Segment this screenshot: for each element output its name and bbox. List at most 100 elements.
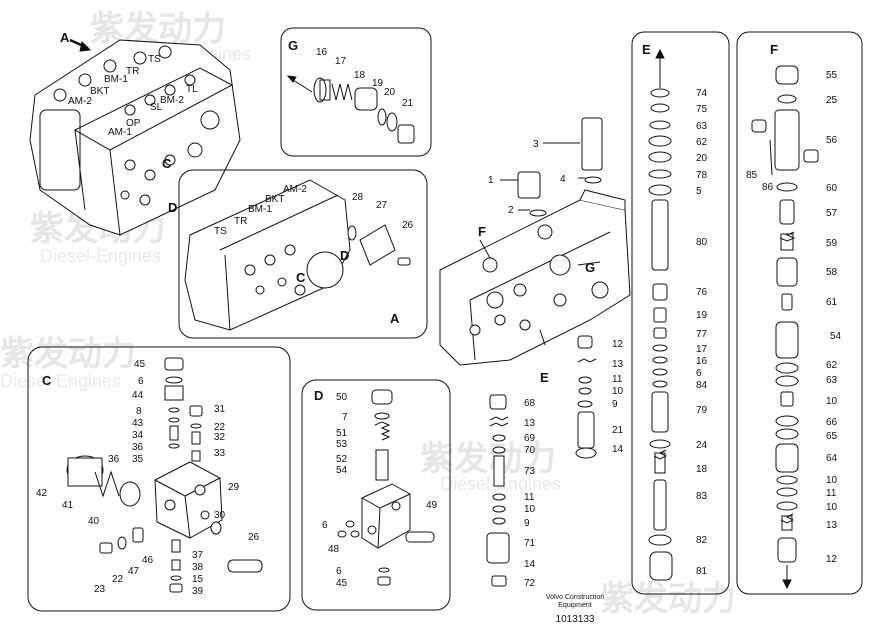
part-callout-label: 35 <box>132 454 144 465</box>
part-callout-label: 76 <box>696 287 708 298</box>
part-callout-label: 18 <box>696 464 708 475</box>
part-callout-label: 85 <box>746 170 758 181</box>
part-callout-label: 36 <box>132 442 144 453</box>
watermark: 紫发动力 Diesel-Engines 紫发动力 Diesel-Engines … <box>0 10 736 618</box>
part-callout-label: 82 <box>696 535 708 546</box>
part-callout-label: 32 <box>214 432 226 443</box>
part-callout-label: 10 <box>826 502 838 513</box>
part-callout-label: 10 <box>524 504 536 515</box>
footer-brand-line2: Equipment <box>558 602 592 609</box>
part-callout-label: 36 <box>108 454 120 465</box>
part-callout-label: 55 <box>826 70 838 81</box>
part-callout-label: F <box>770 42 778 57</box>
part-callout-label: 11 <box>612 374 623 385</box>
part-callout-label: 10 <box>826 396 838 407</box>
part-callout-label: 18 <box>354 70 366 81</box>
part-callout-label: 9 <box>524 518 530 529</box>
part-callout-label: G <box>288 38 298 53</box>
part-callout-label: 80 <box>696 237 708 248</box>
watermark-text: Diesel-Engines <box>0 371 121 391</box>
part-callout-label: 13 <box>524 418 536 429</box>
part-callout-label: 6 <box>322 520 328 531</box>
part-callout-label: 72 <box>524 578 536 589</box>
part-callout-label: 65 <box>826 431 838 442</box>
part-callout-label: 16 <box>696 356 708 367</box>
part-callout-label: 45 <box>336 578 348 589</box>
part-callout-label: 39 <box>192 586 204 597</box>
part-callout-label: C <box>296 270 306 285</box>
part-callout-label: 70 <box>524 445 536 456</box>
watermark-text: 紫发动力 <box>600 580 736 618</box>
part-callout-label: 8 <box>136 406 142 417</box>
part-callout-label: 63 <box>826 375 838 386</box>
part-callout-label: 22 <box>112 574 124 585</box>
watermark-text: Diesel-Engines <box>40 246 161 266</box>
main-valve-block: 3 1 4 2 F G E <box>439 117 631 385</box>
part-callout-label: 68 <box>524 398 536 409</box>
part-callout-label: 22 <box>214 422 226 433</box>
part-callout-label: 78 <box>696 170 708 181</box>
drawing-number: 1013133 <box>555 614 595 625</box>
part-callout-label: 43 <box>132 418 144 429</box>
overview-labels: A TS TR BM-1 BKT AM-2 OP SL BM-2 TL AM-1… <box>60 30 198 215</box>
part-callout-label: OP <box>126 118 141 129</box>
part-callout-label: 11 <box>826 488 837 499</box>
part-callout-label: 59 <box>826 238 838 249</box>
part-callout-label: 45 <box>134 359 146 370</box>
panel-a: A AM-2 BKT BM-1 TR TS 28 27 26 D C <box>178 169 428 339</box>
part-callout-label: 21 <box>402 98 414 109</box>
part-callout-label: C <box>162 156 172 171</box>
part-callout-label: 54 <box>336 465 348 476</box>
watermark-text: 紫发动力 <box>90 10 226 48</box>
part-callout-label: D <box>314 388 323 403</box>
part-callout-label: 29 <box>228 482 240 493</box>
part-callout-label: D <box>340 248 349 263</box>
part-callout-label: TL <box>186 84 198 95</box>
part-callout-label: 51 <box>336 428 348 439</box>
panel-g: G 16 17 18 19 20 21 <box>280 27 432 157</box>
part-callout-label: 24 <box>696 440 708 451</box>
part-callout-label: 19 <box>372 78 384 89</box>
part-callout-label: 3 <box>533 139 539 150</box>
part-callout-label: 14 <box>612 444 624 455</box>
part-callout-label: BM-1 <box>104 74 128 85</box>
part-callout-label: 1 <box>488 175 494 186</box>
part-callout-label: 33 <box>214 448 226 459</box>
part-callout-label: 40 <box>88 516 100 527</box>
part-callout-label: AM-1 <box>108 127 132 138</box>
part-callout-label: BM-1 <box>248 204 272 215</box>
part-callout-label: 62 <box>696 137 708 148</box>
part-callout-label: TR <box>234 216 247 227</box>
part-callout-label: 66 <box>826 417 838 428</box>
part-callout-label: 26 <box>248 532 260 543</box>
part-callout-label: TS <box>214 226 227 237</box>
part-callout-label: 64 <box>826 453 838 464</box>
part-callout-label: 83 <box>696 491 708 502</box>
part-callout-label: 42 <box>36 488 48 499</box>
part-callout-label: 12 <box>612 339 624 350</box>
part-callout-label: 54 <box>830 331 842 342</box>
part-callout-label: 62 <box>826 360 838 371</box>
part-callout-label: AM-2 <box>283 184 307 195</box>
part-callout-label: BM-2 <box>160 95 184 106</box>
part-callout-label: 2 <box>508 205 514 216</box>
panel-d: D 50 7 51 53 52 54 6 48 49 6 45 <box>301 379 451 611</box>
part-callout-label: 30 <box>214 510 226 521</box>
part-callout-label: 26 <box>402 220 414 231</box>
part-callout-label: C <box>42 373 52 388</box>
watermark-text: 紫发动力 <box>0 335 136 373</box>
part-callout-label: G <box>585 260 595 275</box>
part-callout-label: 77 <box>696 329 708 340</box>
part-callout-label: A <box>60 30 70 45</box>
part-callout-label: 56 <box>826 135 838 146</box>
part-callout-label: F <box>478 224 486 239</box>
part-callout-label: 53 <box>336 439 348 450</box>
part-callout-label: 10 <box>612 386 624 397</box>
part-callout-label: 10 <box>826 475 838 486</box>
part-callout-label: 86 <box>762 182 774 193</box>
part-callout-label: 34 <box>132 430 144 441</box>
part-callout-label: 19 <box>696 310 708 321</box>
part-callout-label: 13 <box>612 359 624 370</box>
panel-c: C 45 6 44 8 43 34 <box>27 346 291 612</box>
